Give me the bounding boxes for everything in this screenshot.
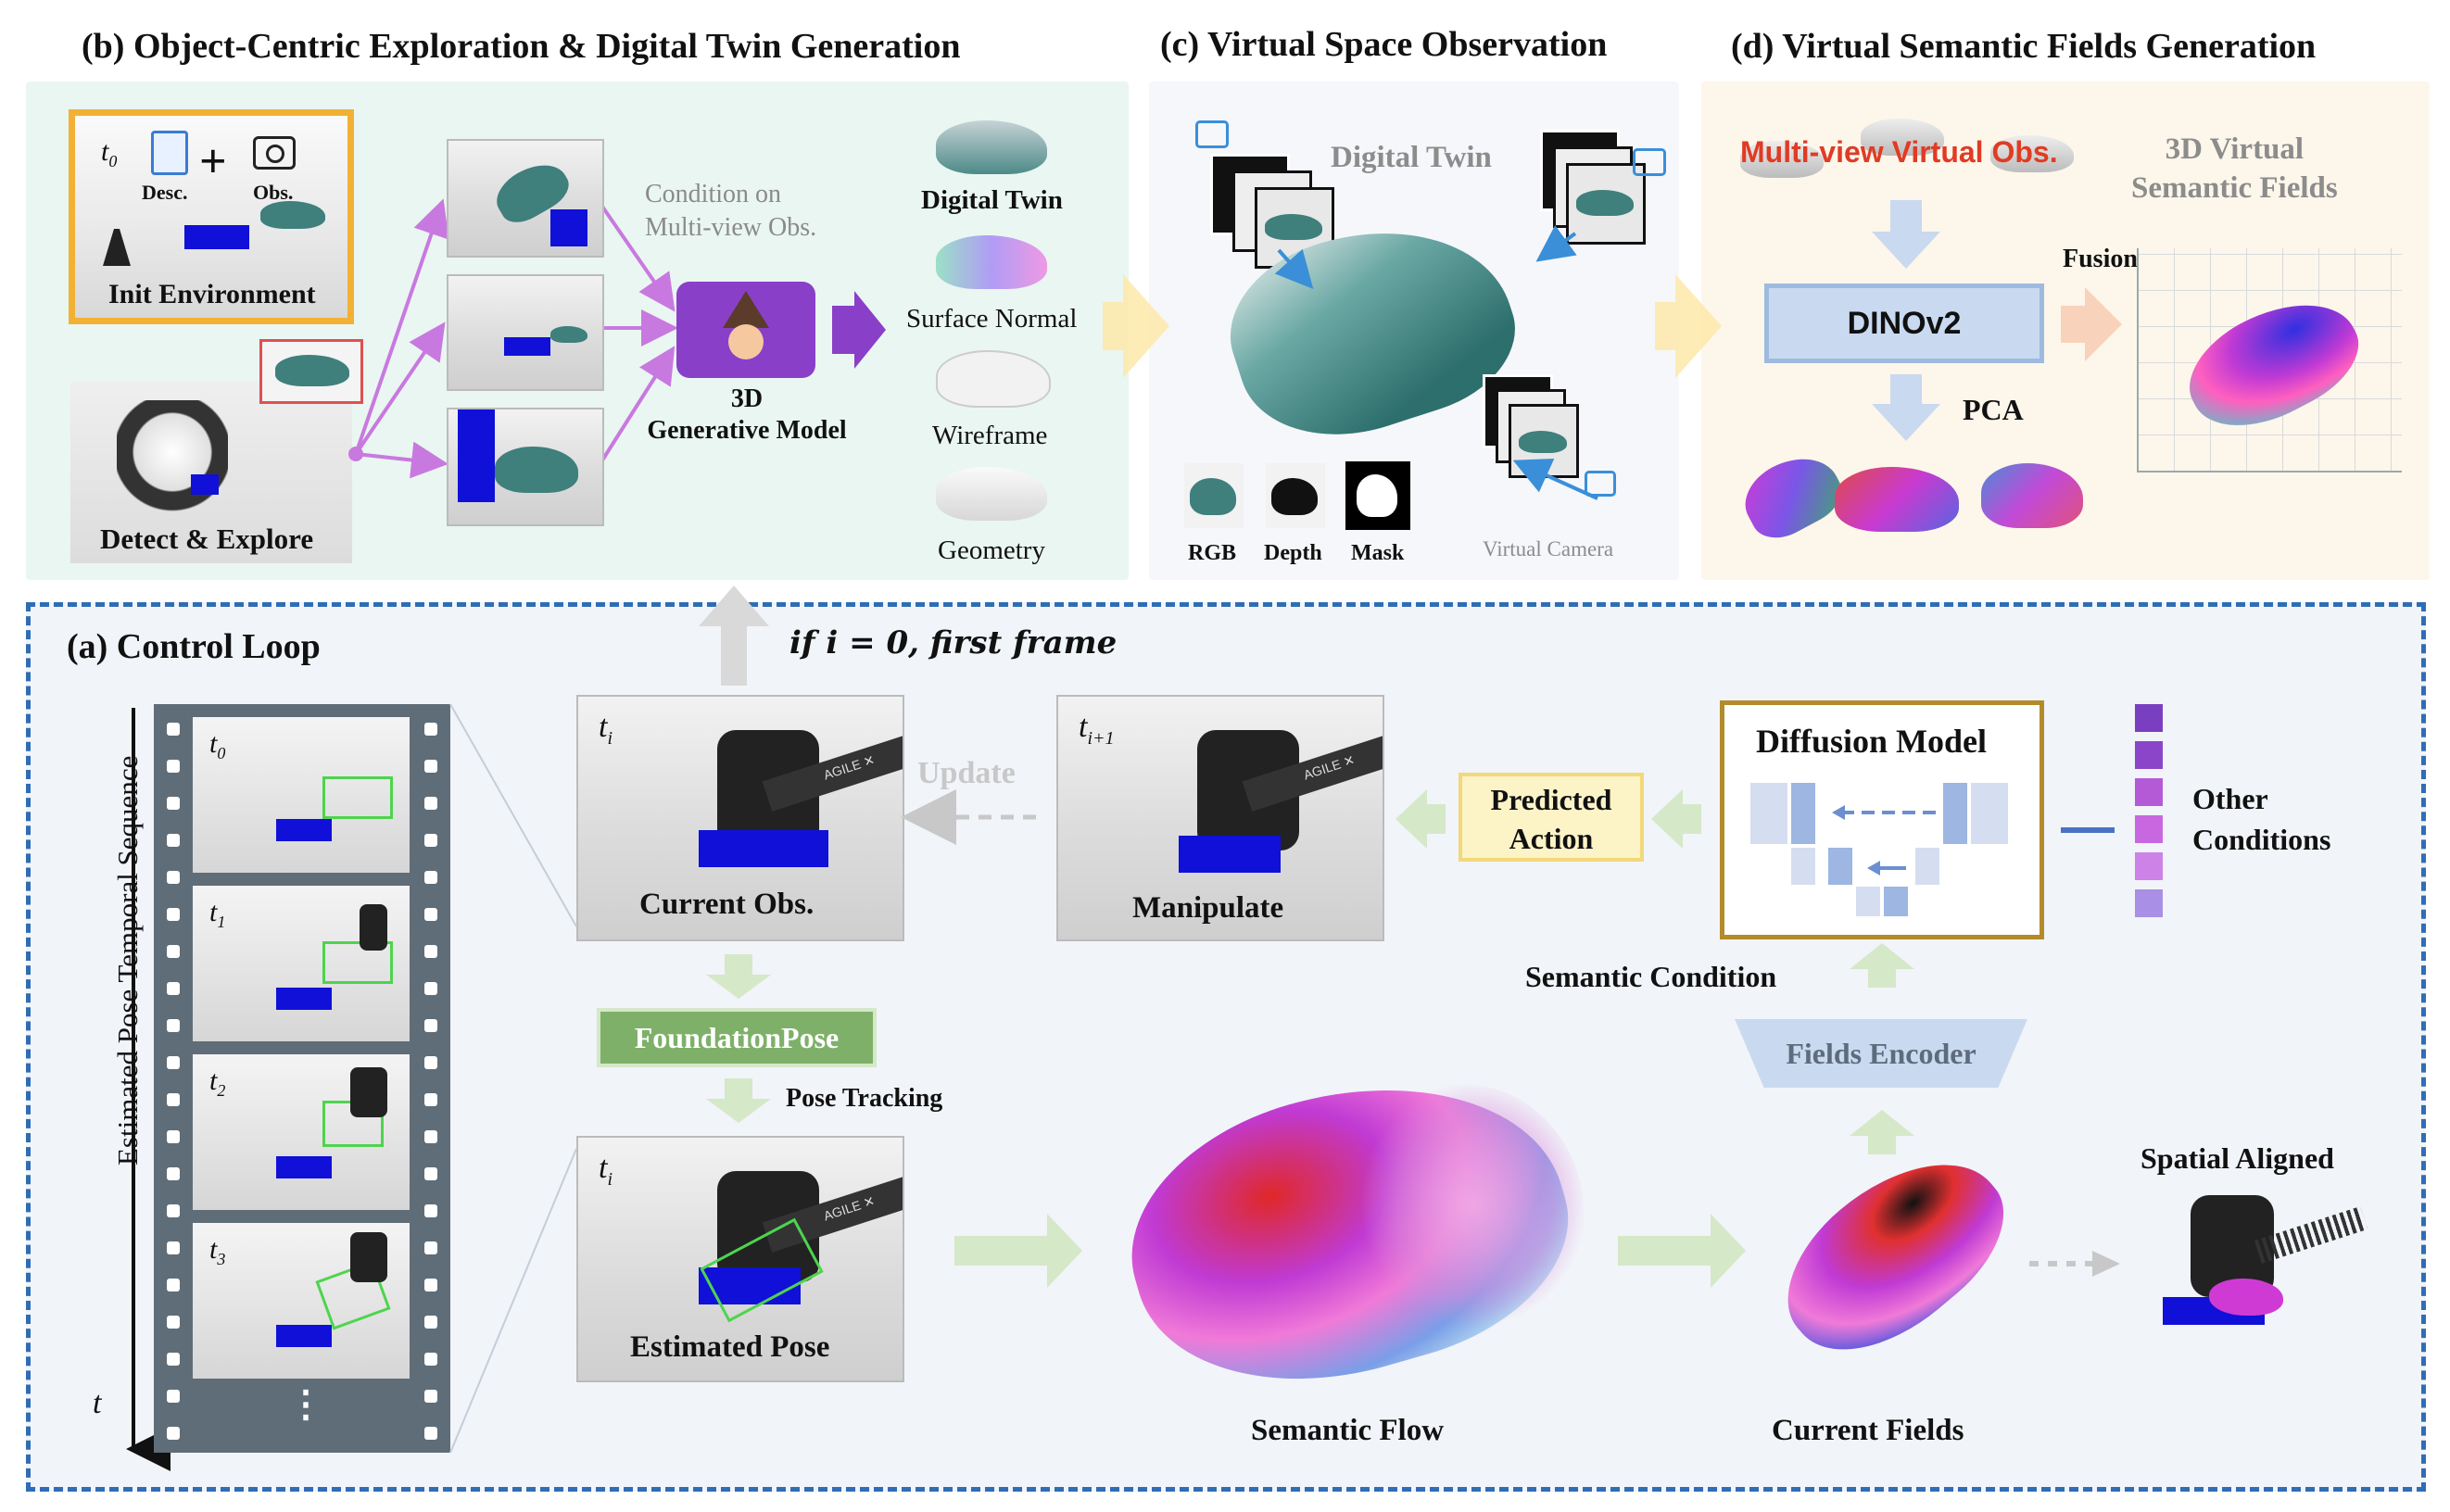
ti-label: ti xyxy=(599,1151,613,1190)
desc-label: Desc. xyxy=(142,181,188,204)
output-digital-twin: Digital Twin xyxy=(921,185,1063,215)
blue-mat xyxy=(191,474,219,495)
manipulate-image: ti+1 AGILE ✕ Manipulate xyxy=(1056,695,1384,941)
panel-b-title: (b) Object-Centric Exploration & Digital… xyxy=(82,27,961,66)
foundation-pose-label: FoundationPose xyxy=(634,1020,840,1054)
init-environment-label: Init Environment xyxy=(108,279,316,309)
generative-model-label: 3D Generative Model xyxy=(647,384,847,445)
pca-shoe-3 xyxy=(1981,463,2083,528)
t0-label: t0 xyxy=(101,136,118,170)
frame-label: t1 xyxy=(209,897,226,931)
camera-icon xyxy=(1585,471,1616,497)
camera-icon xyxy=(253,136,296,170)
first-frame-condition: if i = 0, first frame xyxy=(789,624,1118,662)
view-image-1 xyxy=(447,139,604,258)
time-axis-label: t xyxy=(93,1386,102,1420)
mask-thumbnail xyxy=(1345,461,1410,530)
predicted-action-box: Predicted Action xyxy=(1459,773,1644,862)
camera-icon xyxy=(1195,120,1229,148)
film-frame-1: t1 xyxy=(193,886,410,1041)
panel-d-title: (d) Virtual Semantic Fields Generation xyxy=(1731,27,2317,66)
semantic-fields-label: 3D Virtual Semantic Fields xyxy=(2131,132,2338,205)
current-obs-label: Current Obs. xyxy=(639,888,815,921)
depth-label: Depth xyxy=(1264,541,1322,565)
diffusion-model-box: Diffusion Model xyxy=(1720,700,2044,939)
robot-arm xyxy=(117,400,228,530)
ti1-label: ti+1 xyxy=(1079,710,1115,749)
manipulate-label: Manipulate xyxy=(1132,891,1284,925)
rgb-label: RGB xyxy=(1188,541,1237,565)
wireframe-shoe xyxy=(936,350,1051,408)
condition-label: Condition on Multi-view Obs. xyxy=(645,180,817,242)
mask-label: Mask xyxy=(1351,541,1405,565)
init-environment-box: t0 Desc. + Obs. Init Environment xyxy=(69,109,354,324)
film-frame-2: t2 xyxy=(193,1054,410,1210)
digital-twin-label: Digital Twin xyxy=(1331,141,1492,174)
dinov2-label: DINOv2 xyxy=(1847,305,1962,341)
semantic-flow-label: Semantic Flow xyxy=(1251,1414,1445,1447)
view-image-2 xyxy=(447,274,604,391)
other-conditions-label: Other Conditions xyxy=(2192,782,2331,856)
detect-explore-image: Detect & Explore xyxy=(70,382,352,563)
multiview-shoes xyxy=(1740,107,2083,191)
diffusion-model-label: Diffusion Model xyxy=(1756,723,1988,760)
current-obs-image: ti AGILE ✕ Current Obs. xyxy=(576,695,904,941)
film-frame-0: t0 xyxy=(193,717,410,873)
semantic-flow-trail xyxy=(1362,1084,1585,1325)
semantic-condition-label: Semantic Condition xyxy=(1525,960,1777,993)
rgb-thumbnail xyxy=(1184,463,1244,528)
estimated-pose-label: Estimated Pose xyxy=(630,1330,830,1364)
frame-label: t2 xyxy=(209,1065,226,1100)
current-fields-label: Current Fields xyxy=(1772,1414,1964,1447)
output-geometry: Geometry xyxy=(938,536,1045,565)
depth-thumbnail xyxy=(1266,463,1325,528)
camera-icon xyxy=(1633,148,1666,176)
fields-encoder-label: Fields Encoder xyxy=(1786,1036,1976,1070)
spatial-aligned-image xyxy=(2153,1186,2376,1353)
fields-encoder-box: Fields Encoder xyxy=(1735,1019,2027,1088)
dinov2-box: DINOv2 xyxy=(1764,284,2044,363)
ti-label: ti xyxy=(599,710,613,749)
output-surface-normal: Surface Normal xyxy=(906,304,1078,334)
panel-a-title: (a) Control Loop xyxy=(67,627,321,666)
obs-label: Obs. xyxy=(253,181,294,204)
shoe-image xyxy=(260,201,325,229)
frame-label: t3 xyxy=(209,1234,226,1268)
update-label: Update xyxy=(917,756,1016,790)
foundation-pose-box: FoundationPose xyxy=(597,1008,877,1067)
output-wireframe: Wireframe xyxy=(932,421,1048,450)
film-strip: t0 t1 t2 t3 ⋮ xyxy=(154,704,450,1453)
pca-label: PCA xyxy=(1963,393,2024,426)
semantic-fields-3d-plot xyxy=(2137,248,2402,472)
pose-tracking-label: Pose Tracking xyxy=(786,1084,943,1113)
plus-sign: + xyxy=(199,135,227,188)
film-frame-3: t3 xyxy=(193,1223,410,1379)
spatial-aligned-label: Spatial Aligned xyxy=(2141,1141,2334,1175)
panel-c-title: (c) Virtual Space Observation xyxy=(1160,25,1608,64)
fusion-label: Fusion xyxy=(2063,245,2138,273)
digital-twin-shoe xyxy=(936,120,1047,174)
geometry-shoe xyxy=(936,467,1047,521)
estimated-pose-image: ti AGILE ✕ Estimated Pose xyxy=(576,1136,904,1382)
detect-explore-label: Detect & Explore xyxy=(100,523,314,555)
blue-mat xyxy=(184,225,249,249)
pca-shoe-2 xyxy=(1835,467,1959,532)
surface-normal-shoe xyxy=(936,235,1047,289)
detected-shoe-crop xyxy=(259,339,363,404)
view-image-3 xyxy=(447,408,604,526)
generative-model-icon xyxy=(676,282,815,378)
multiview-label: Multi-view Virtual Obs. xyxy=(1740,135,2058,169)
virtual-camera-label: Virtual Camera xyxy=(1483,537,1614,561)
document-icon xyxy=(151,131,188,175)
frame-label: t0 xyxy=(209,728,226,762)
film-ellipsis: ⋮ xyxy=(287,1383,324,1425)
